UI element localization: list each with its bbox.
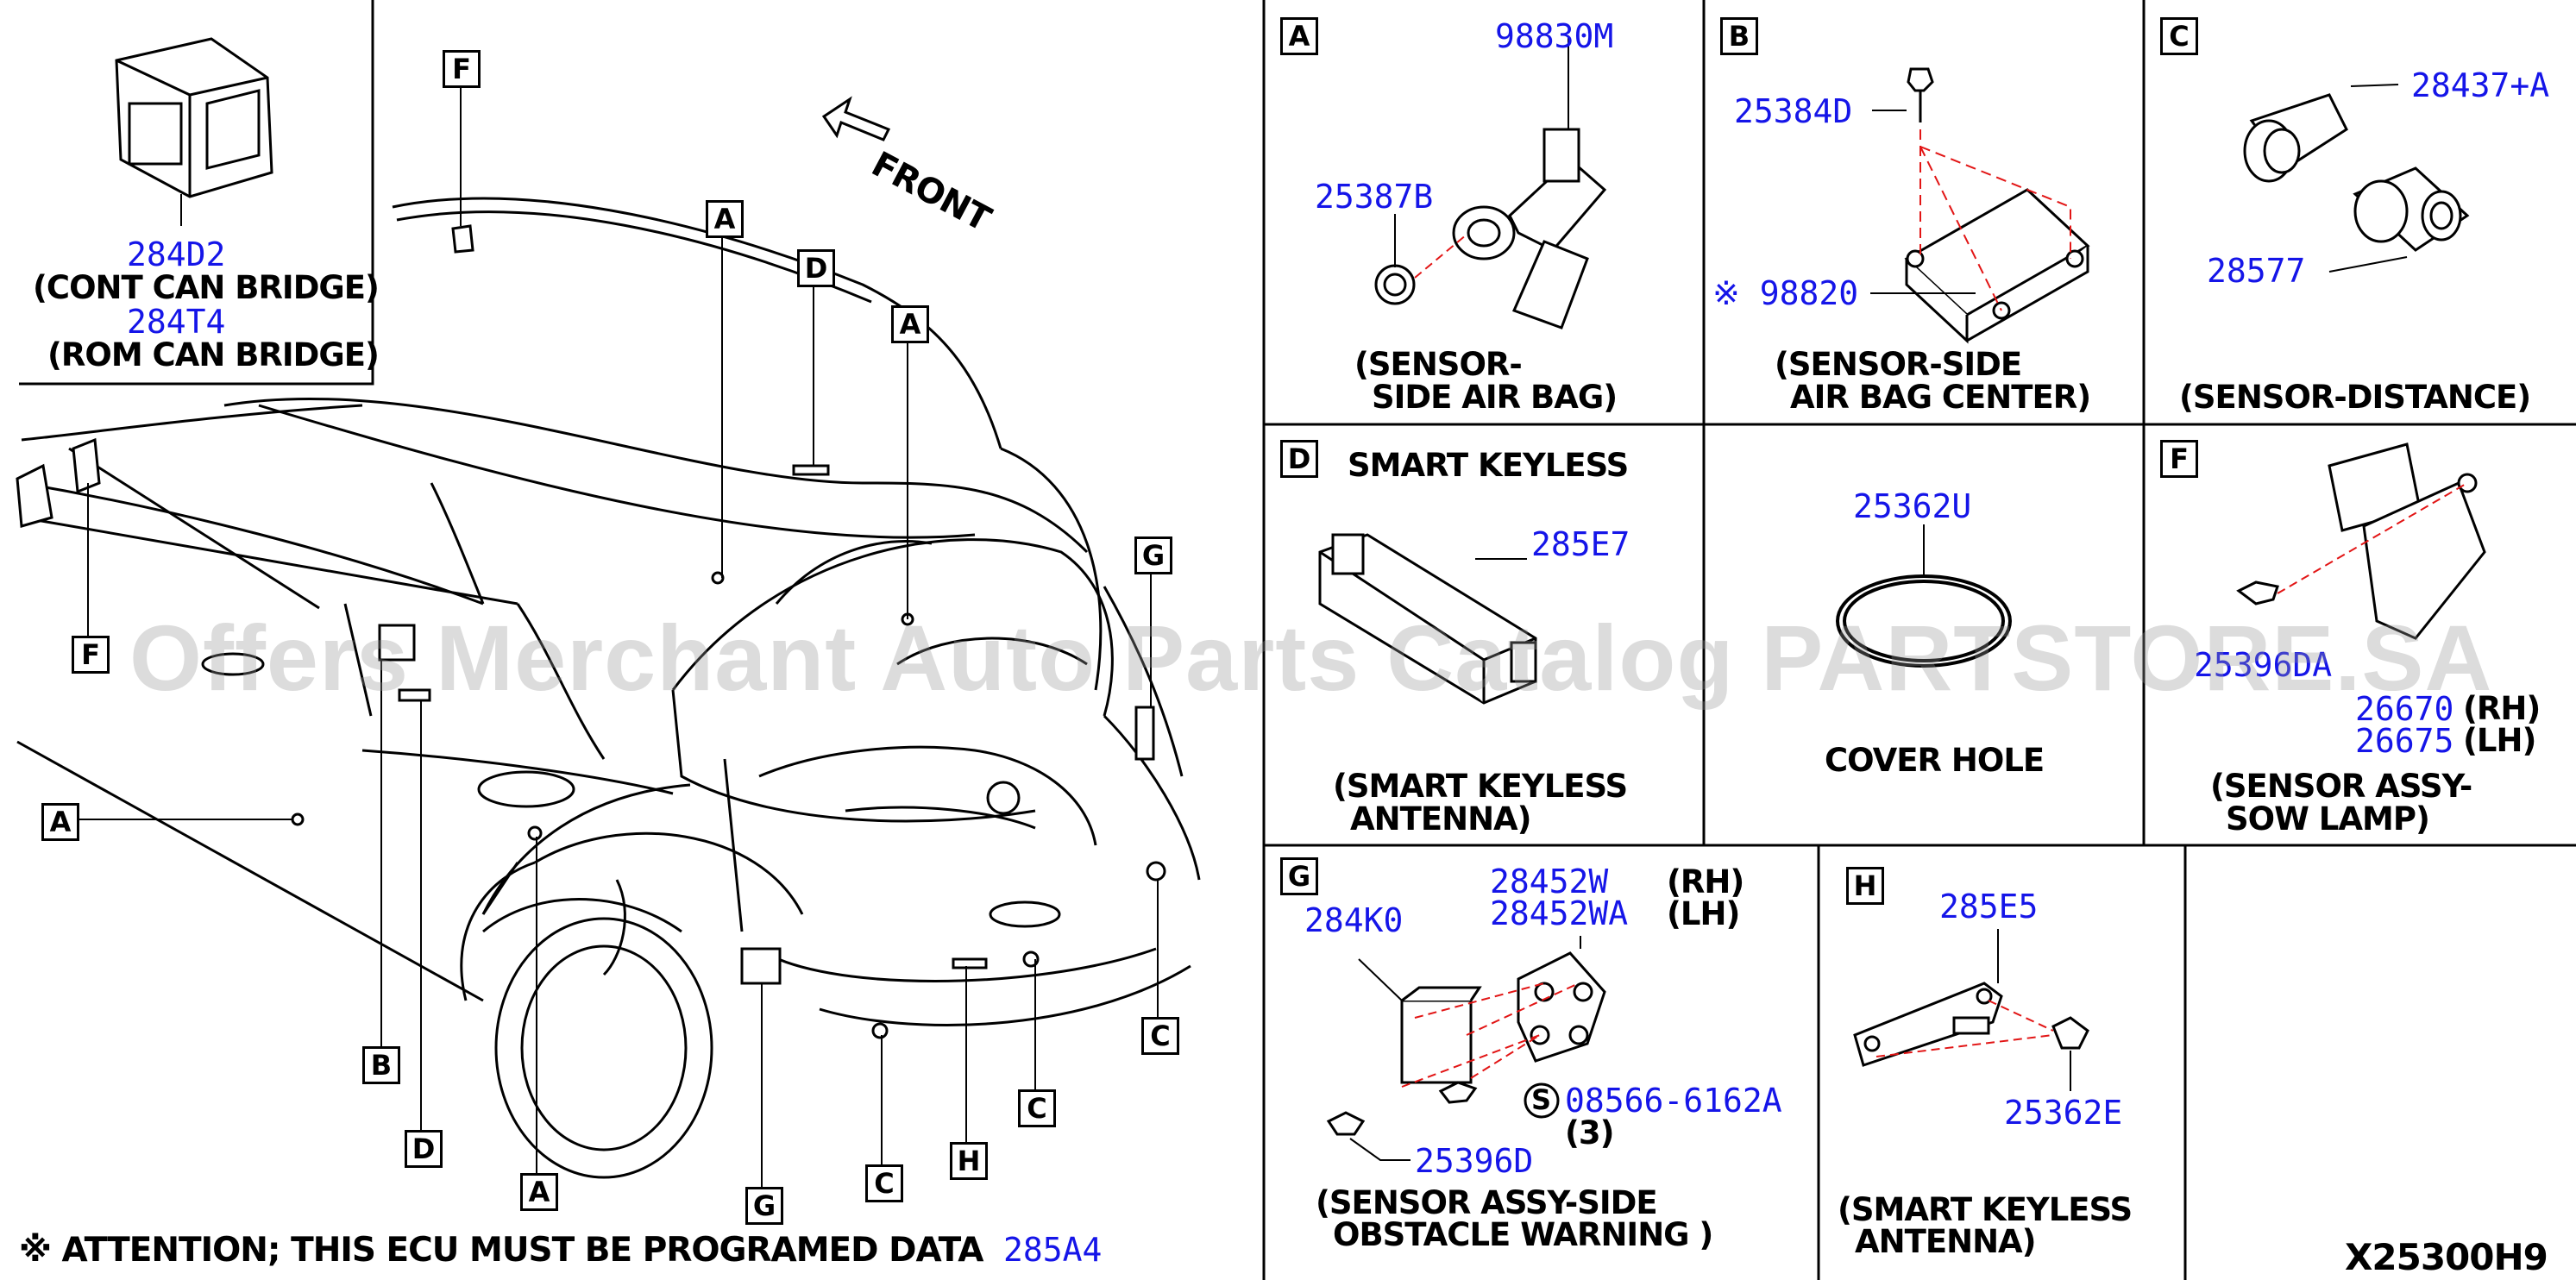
front-arrow [821,96,891,141]
callout-g-1: G [1134,536,1172,574]
vehicle-sensors [16,224,1166,1039]
can-bridge-module [115,37,273,198]
part-25396da: 25396DA [2194,646,2333,684]
diagram-code: X25300H9 [2345,1236,2548,1278]
panel-d-title: SMART KEYLESS [1348,447,1629,484]
panel-d-caption-1: (SMART KEYLESS [1333,768,1628,805]
part-25362e: 25362E [2004,1094,2123,1132]
panel-h-antenna [1853,982,2089,1067]
part-28452wa-side: (LH) [1667,895,1740,932]
callout-d-2: D [405,1130,443,1168]
callout-leaders [62,86,1159,1199]
part-98830m: 98830M [1495,17,1614,55]
s-mark-circle [1524,1082,1560,1119]
part-285a4: 285A4 [1003,1231,1103,1269]
panel-h-letter: H [1846,867,1884,905]
callout-a-4: A [520,1173,558,1211]
panel-a-letter: A [1280,17,1318,55]
callout-c-2: C [1018,1089,1056,1127]
callout-a-1: A [706,200,744,238]
panel-f-letter: F [2160,440,2198,478]
panel-c-letter: C [2160,17,2198,55]
part-284t4: 284T4 [127,303,226,341]
panel-a-sensor [1374,128,1607,329]
part-25387b: 25387B [1315,178,1434,216]
callout-g-2: G [745,1187,783,1225]
callout-h: H [950,1142,988,1180]
panel-b-letter: B [1720,17,1758,55]
callout-f-2: F [72,636,110,674]
part-284k0: 284K0 [1304,901,1404,939]
part-25384d: 25384D [1734,92,1853,130]
watermark-text: Offers Merchant Auto Parts Catalog PARTS… [129,605,2493,710]
panel-d-caption-2: ANTENNA) [1350,800,1532,838]
part-285e5: 285E5 [1939,888,2039,925]
panel-f-caption-1: (SENSOR ASSY- [2210,768,2472,805]
vehicle-outline [16,197,1201,1026]
panel-a-caption-2: SIDE AIR BAG) [1372,379,1618,416]
part-28577: 28577 [2207,252,2306,290]
caption-rom-can-bridge: (ROM CAN BRIDGE) [47,336,380,373]
panel-b-sensor [1904,67,2090,344]
panel-d-letter: D [1280,440,1318,478]
panel-d-antenna [1318,533,1537,705]
part-28452w: 28452W [1490,863,1609,900]
panel-h-caption-1: (SMART KEYLESS [1838,1191,2133,1228]
part-08566-6162a: 08566-6162A [1565,1082,1782,1120]
part-28437a: 28437+A [2411,66,2550,104]
callout-c-3: C [865,1164,903,1202]
rear-wheel [482,898,713,1179]
panel-g-sensor [1326,951,1606,1136]
part-08566-qty: (3) [1565,1114,1615,1151]
part-26670-side: (RH) [2463,690,2541,727]
part-25362u: 25362U [1853,487,1972,525]
callout-b: B [362,1046,400,1084]
part-285e7: 285E7 [1531,525,1630,563]
callout-d-1: D [797,249,835,287]
panel-c-sensor [2243,93,2470,252]
part-98820: ※ 98820 [1712,274,1859,312]
part-28452wa: 28452WA [1490,894,1629,932]
part-26675-side: (LH) [2463,722,2536,759]
part-26670: 26670 [2355,690,2454,728]
panel-c-caption-1: (SENSOR-DISTANCE) [2179,379,2531,416]
callout-f-1: F [443,50,481,88]
panel-b-caption-2: AIR BAG CENTER) [1790,379,2091,416]
panel-g-caption-1: (SENSOR ASSY-SIDE [1316,1184,1658,1221]
panel-b-caption-1: (SENSOR-SIDE [1775,346,2022,383]
panel-g-letter: G [1280,857,1318,895]
part-26675: 26675 [2355,722,2454,760]
attention-note: ※ ATTENTION; THIS ECU MUST BE PROGRAMED … [19,1231,983,1270]
callout-a-2: A [891,305,929,343]
caption-cont-can-bridge: (CONT CAN BRIDGE) [33,269,380,306]
panel-f-sensor [2236,442,2486,640]
callout-a-3: A [41,803,79,841]
panel-g-caption-2: OBSTACLE WARNING ) [1333,1216,1713,1253]
part-25396d: 25396D [1415,1142,1534,1180]
part-28452w-side: (RH) [1667,863,1744,900]
panel-h-caption-2: ANTENNA) [1855,1223,2037,1260]
panel-e-caption-1: COVER HOLE [1825,742,2045,779]
callout-c-1: C [1141,1017,1179,1055]
panel-a-caption-1: (SENSOR- [1354,346,1523,383]
s-mark: S [1531,1083,1551,1116]
part-284d2: 284D2 [127,235,226,273]
panel-f-caption-2: SOW LAMP) [2226,800,2430,838]
